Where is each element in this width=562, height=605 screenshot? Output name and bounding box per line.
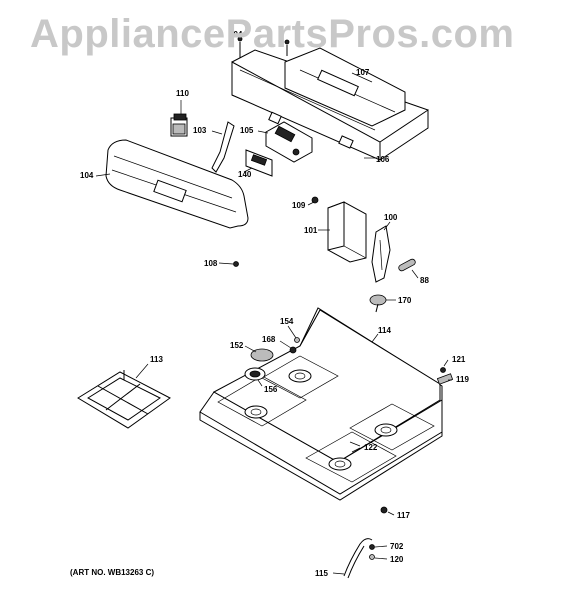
latch-bracket xyxy=(371,225,391,283)
clock-module xyxy=(265,121,313,163)
callout-121: 121 xyxy=(452,355,466,364)
callout-156: 156 xyxy=(264,385,278,394)
callout-109: 109 xyxy=(292,201,306,210)
screw-702 xyxy=(369,544,375,550)
callout-119: 119 xyxy=(456,375,469,384)
callout-168: 168 xyxy=(262,335,276,344)
callout-104: 104 xyxy=(80,171,94,180)
callout-108: 108 xyxy=(204,259,218,268)
spring-117 xyxy=(380,506,388,514)
callout-103: 103 xyxy=(193,126,207,135)
control-panel xyxy=(105,139,249,229)
backsplash-panel xyxy=(231,36,429,161)
pin-88 xyxy=(398,258,416,272)
callout-140: 140 xyxy=(238,170,252,179)
screw-109 xyxy=(311,196,319,204)
callout-88: 88 xyxy=(420,276,429,285)
gas-tube-115 xyxy=(343,538,373,579)
burner-head xyxy=(244,367,266,381)
callout-120: 120 xyxy=(390,555,404,564)
burner-grate xyxy=(77,370,171,429)
trim-bracket xyxy=(211,121,235,173)
callout-113: 113 xyxy=(150,355,163,364)
callout-100: 100 xyxy=(384,213,398,222)
callout-110: 110 xyxy=(176,89,189,98)
callout-122: 122 xyxy=(364,443,378,452)
grommet-170 xyxy=(369,294,387,313)
control-overlay xyxy=(245,149,273,177)
callout-117: 117 xyxy=(397,511,410,520)
callout-114: 114 xyxy=(378,326,391,335)
cooktop xyxy=(199,307,443,501)
art-number: (ART NO. WB13263 C) xyxy=(70,568,155,577)
side-bracket xyxy=(327,201,367,263)
callout-152: 152 xyxy=(230,341,244,350)
callout-702: 702 xyxy=(390,542,404,551)
callout-170: 170 xyxy=(398,296,412,305)
site-watermark: AppliancePartsPros.com xyxy=(30,12,515,56)
washer-120 xyxy=(369,554,375,560)
callout-101: 101 xyxy=(304,226,318,235)
callout-106: 106 xyxy=(376,155,390,164)
screw-108 xyxy=(233,261,239,267)
callout-104-top: 104 xyxy=(229,30,243,39)
callout-105: 105 xyxy=(240,126,254,135)
hinge-121 xyxy=(440,367,446,373)
orifice-168 xyxy=(289,337,300,354)
callout-154: 154 xyxy=(280,317,294,326)
callout-115: 115 xyxy=(315,569,328,578)
burner-cap xyxy=(250,348,274,362)
hinge-119 xyxy=(436,373,454,385)
callout-107: 107 xyxy=(356,68,370,77)
leader-lines xyxy=(95,72,452,575)
switch-component xyxy=(170,113,188,137)
